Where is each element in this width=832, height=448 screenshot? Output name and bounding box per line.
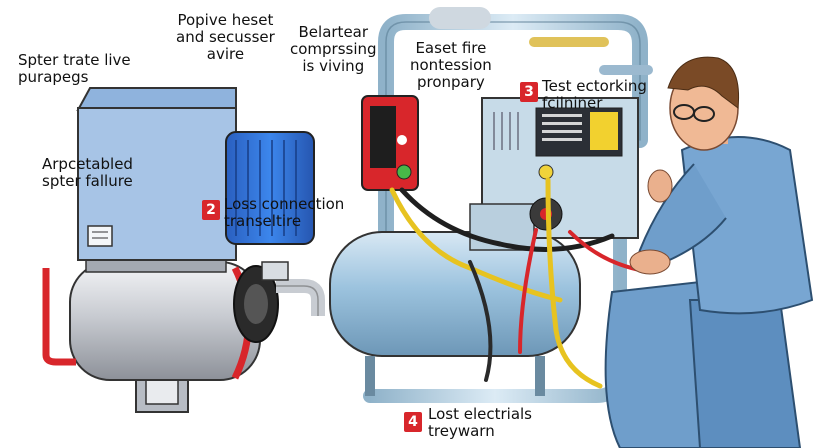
badge-3: 3 xyxy=(520,82,538,102)
pressure-tank xyxy=(329,231,581,396)
label-item-4: Lost electrials treywarn xyxy=(428,405,532,440)
pressure-switch-icon xyxy=(361,95,419,191)
control-panel-icon xyxy=(469,97,639,251)
label-top-tank: Easet fire nontession pronpary xyxy=(410,39,492,91)
label-mid-left: Arpcetabled spter fallure xyxy=(42,155,133,190)
label-item-2: Loss connection transeltire xyxy=(224,195,345,230)
label-top-center: Popive heset and secusser avire xyxy=(176,11,275,63)
label-top-left: Spter trate live purapegs xyxy=(18,51,131,86)
label-item-3: Test ectorking fcilniner xyxy=(542,77,647,112)
badge-4: 4 xyxy=(404,412,422,432)
badge-2: 2 xyxy=(202,200,220,220)
left-pump-unit xyxy=(42,87,325,413)
technician-icon xyxy=(604,56,814,448)
label-top-switch: Belartear comprssing is viving xyxy=(290,23,377,75)
